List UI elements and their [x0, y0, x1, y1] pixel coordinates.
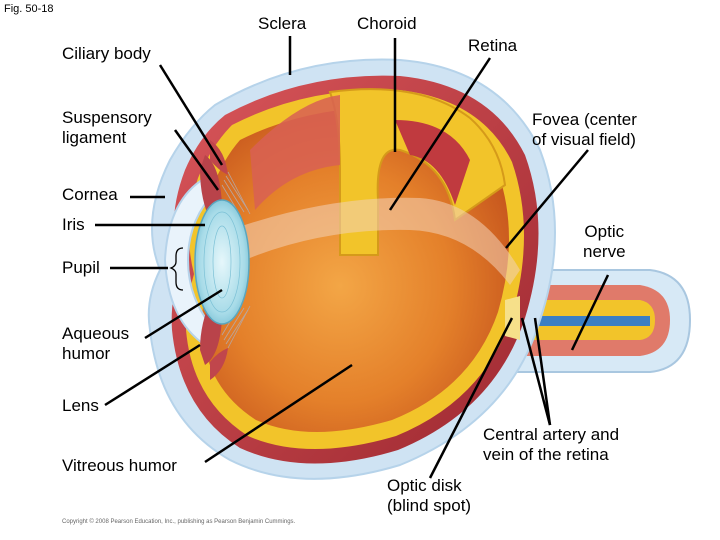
retina-leader [388, 57, 492, 211]
label-aqueous-humor: Aqueous humor [62, 324, 130, 363]
lens-leader [104, 343, 201, 407]
ciliary-body-upper [210, 140, 228, 175]
label-retina: Retina [468, 36, 518, 55]
label-iris: Iris [62, 215, 85, 234]
label-cornea: Cornea [62, 185, 118, 204]
cutaway-choroid-flap [395, 120, 470, 205]
label-vitreous-humor: Vitreous humor [62, 456, 177, 475]
label-choroid: Choroid [357, 14, 417, 33]
ciliary-body-lower [210, 348, 228, 380]
label-central-artery-vein: Central artery and vein of the retina [483, 425, 620, 464]
aqueous-humor-leader [144, 288, 223, 340]
leader-lines [95, 36, 610, 479]
label-fovea: Fovea (center of visual field) [532, 110, 637, 149]
pupil-bracket [169, 247, 184, 291]
figure-label: Fig. 50-18 [4, 3, 54, 15]
ciliary-body-leader [158, 64, 224, 166]
cutaway-inner-wall [250, 95, 340, 210]
suspensory-ligament-leader [173, 129, 220, 191]
label-suspensory-ligament: Suspensory ligament [62, 108, 152, 147]
central-artery-leader-a [520, 317, 552, 426]
optic-nerve-leader [570, 274, 610, 351]
vitreous-body [202, 107, 509, 432]
label-lens: Lens [62, 396, 99, 415]
lens-shape [194, 199, 250, 325]
lens-striations [203, 211, 241, 313]
label-pupil: Pupil [62, 258, 100, 277]
label-optic-disk: Optic disk (blind spot) [387, 476, 472, 515]
optic-disk-leader [428, 317, 514, 479]
central-artery-leader-b [533, 317, 552, 426]
fovea-leader [505, 149, 589, 249]
label-optic-nerve: Optic nerve [583, 222, 626, 261]
section-plane [230, 197, 520, 285]
optic-disk-shape [505, 296, 520, 340]
vitreous-humor-leader [204, 363, 353, 464]
label-ciliary-body: Ciliary body [62, 44, 151, 63]
copyright-notice: Copyright © 2008 Pearson Education, Inc.… [62, 519, 296, 525]
label-sclera: Sclera [258, 14, 307, 33]
